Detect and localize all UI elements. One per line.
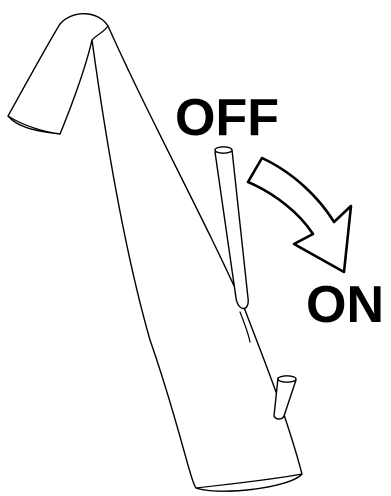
faucet: [7, 13, 303, 492]
lever-handle-off: [214, 146, 249, 310]
spout-inner-edge: [91, 25, 109, 41]
spout-opening: [7, 115, 61, 135]
lever-pivot: [239, 311, 297, 420]
direction-arrow: [246, 156, 353, 274]
faucet-body: [7, 13, 303, 492]
base-rim: [195, 473, 303, 489]
on-label: ON: [306, 276, 384, 334]
off-label: OFF: [175, 89, 279, 147]
